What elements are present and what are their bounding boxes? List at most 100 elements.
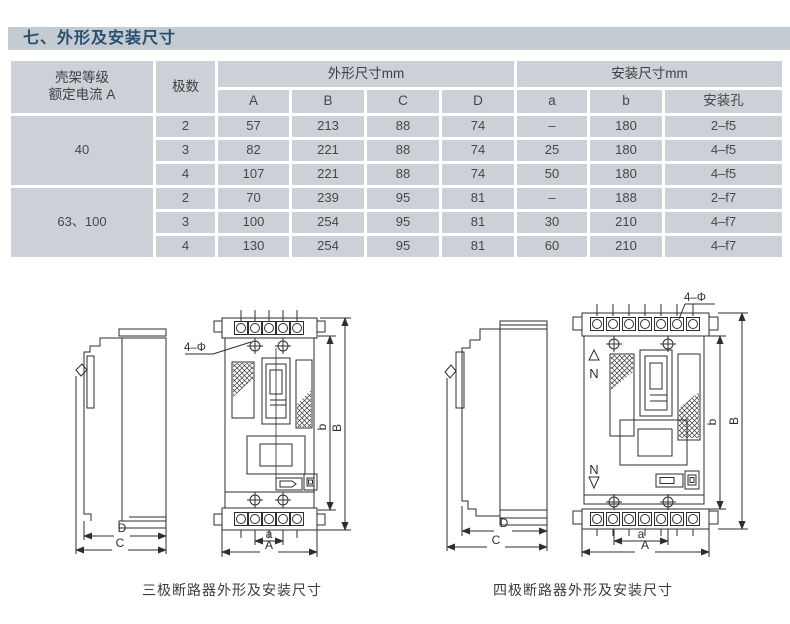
cell: – — [517, 188, 587, 209]
table-row: 4 130 254 95 81 60 210 4–f7 — [11, 236, 782, 257]
cell: 180 — [590, 116, 662, 137]
cell: 180 — [590, 140, 662, 161]
three-pole-front-view — [213, 310, 326, 545]
cell: – — [517, 116, 587, 137]
cell: 210 — [590, 212, 662, 233]
dim-label-a: a — [638, 527, 645, 541]
cell: 221 — [292, 140, 364, 161]
header-outline-group: 外形尺寸mm — [218, 61, 514, 87]
cell: 2 — [156, 188, 215, 209]
side-handle — [444, 364, 457, 379]
four-pole-drawing: D C b B a A N N 4–Φ — [444, 292, 748, 557]
group-current-40: 40 — [11, 116, 153, 185]
header-col-D: D — [442, 90, 514, 113]
cell: 74 — [442, 140, 514, 161]
hatch-patch — [233, 363, 253, 397]
cell: 25 — [517, 140, 587, 161]
dim-label-C: C — [116, 536, 125, 550]
cell: 81 — [442, 236, 514, 257]
cell: 221 — [292, 164, 364, 185]
four-pole-caption: 四极断路器外形及安装尺寸 — [493, 582, 673, 598]
dim-label-A: A — [641, 538, 649, 552]
cell: 88 — [367, 116, 439, 137]
header-col-a: a — [517, 90, 587, 113]
cell: 4 — [156, 236, 215, 257]
table-row: 4 107 221 88 74 50 180 4–f5 — [11, 164, 782, 185]
three-pole-labels: D C b B a A 4–Φ — [116, 342, 344, 552]
hatch-patch — [611, 355, 633, 390]
cell: 82 — [218, 140, 289, 161]
dim-label-A: A — [265, 538, 273, 552]
cell: 74 — [442, 164, 514, 185]
header-install-group: 安装尺寸mm — [517, 61, 782, 87]
table-row: 40 2 57 213 88 74 – 180 2–f5 — [11, 116, 782, 185]
four-pole-figure: D C b B a A N N 4–Φ 四极断路器外形及安装尺寸 — [432, 288, 784, 600]
header-col-B: B — [292, 90, 364, 113]
cell: 60 — [517, 236, 587, 257]
cell: 95 — [367, 188, 439, 209]
header-frame-line1: 壳架等级 — [55, 70, 109, 86]
cell: 95 — [367, 212, 439, 233]
cell: 107 — [218, 164, 289, 185]
table-row: 3 82 221 88 74 25 180 4–f5 — [11, 140, 782, 161]
cell: 2 — [156, 116, 215, 137]
cell: 3 — [156, 212, 215, 233]
cell: 4–f5 — [665, 140, 782, 161]
three-pole-side-view — [75, 328, 167, 554]
cell: 88 — [367, 140, 439, 161]
header-poles: 极数 — [156, 61, 215, 113]
header-frame-line2: 额定电流 A — [48, 87, 116, 102]
cell: 239 — [292, 188, 364, 209]
three-pole-figure: D C b B a A 4–Φ 三极断路器外形及安装尺寸 — [62, 288, 402, 600]
cell: 81 — [442, 188, 514, 209]
cell: 213 — [292, 116, 364, 137]
header-col-hole: 安装孔 — [665, 90, 782, 113]
cell: 30 — [517, 212, 587, 233]
header-col-b: b — [590, 90, 662, 113]
cell: 180 — [590, 164, 662, 185]
four-pole-dimensions — [581, 303, 748, 557]
four-pole-side-view — [444, 320, 548, 551]
cell: 100 — [218, 212, 289, 233]
cell: 254 — [292, 212, 364, 233]
hatch-patch — [679, 392, 699, 438]
table-row: 3 100 254 95 81 30 210 4–f7 — [11, 212, 782, 233]
mounting-hole-label: 4–Φ — [684, 292, 706, 304]
neutral-top-label: N — [589, 366, 598, 381]
group-current-63-100: 63、100 — [11, 188, 153, 257]
cell: 188 — [590, 188, 662, 209]
side-handle — [75, 363, 88, 377]
header-frame-current: 壳架等级 额定电流 A — [11, 61, 153, 113]
cell: 210 — [590, 236, 662, 257]
dim-label-D: D — [500, 516, 509, 530]
dim-label-D: D — [118, 521, 127, 535]
four-pole-labels: D C b B a A N N 4–Φ — [492, 292, 741, 552]
cell: 4–f7 — [665, 212, 782, 233]
dim-label-b: b — [315, 423, 329, 430]
cell: 4–f7 — [665, 236, 782, 257]
header-col-A: A — [218, 90, 289, 113]
hatch-patch — [297, 390, 311, 427]
neutral-bottom-label: N — [589, 462, 598, 477]
three-pole-dimensions — [185, 317, 351, 557]
section-title: 七、外形及安装尺寸 — [8, 27, 790, 50]
cell: 81 — [442, 212, 514, 233]
cell: 130 — [218, 236, 289, 257]
cell: 74 — [442, 116, 514, 137]
cell: 4 — [156, 164, 215, 185]
cell: 57 — [218, 116, 289, 137]
cell: 254 — [292, 236, 364, 257]
dim-label-b: b — [705, 418, 719, 425]
four-pole-front-view — [572, 304, 719, 536]
cell: 4–f5 — [665, 164, 782, 185]
mounting-hole-label: 4–Φ — [184, 342, 206, 354]
cell: 2–f5 — [665, 116, 782, 137]
cell: 70 — [218, 188, 289, 209]
dim-label-B: B — [727, 417, 741, 425]
cell: 3 — [156, 140, 215, 161]
dim-label-B: B — [330, 424, 344, 432]
dimensions-table: 壳架等级 额定电流 A 极数 外形尺寸mm 安装尺寸mm A B C D a b… — [8, 58, 785, 260]
dim-label-C: C — [492, 533, 501, 547]
header-col-C: C — [367, 90, 439, 113]
